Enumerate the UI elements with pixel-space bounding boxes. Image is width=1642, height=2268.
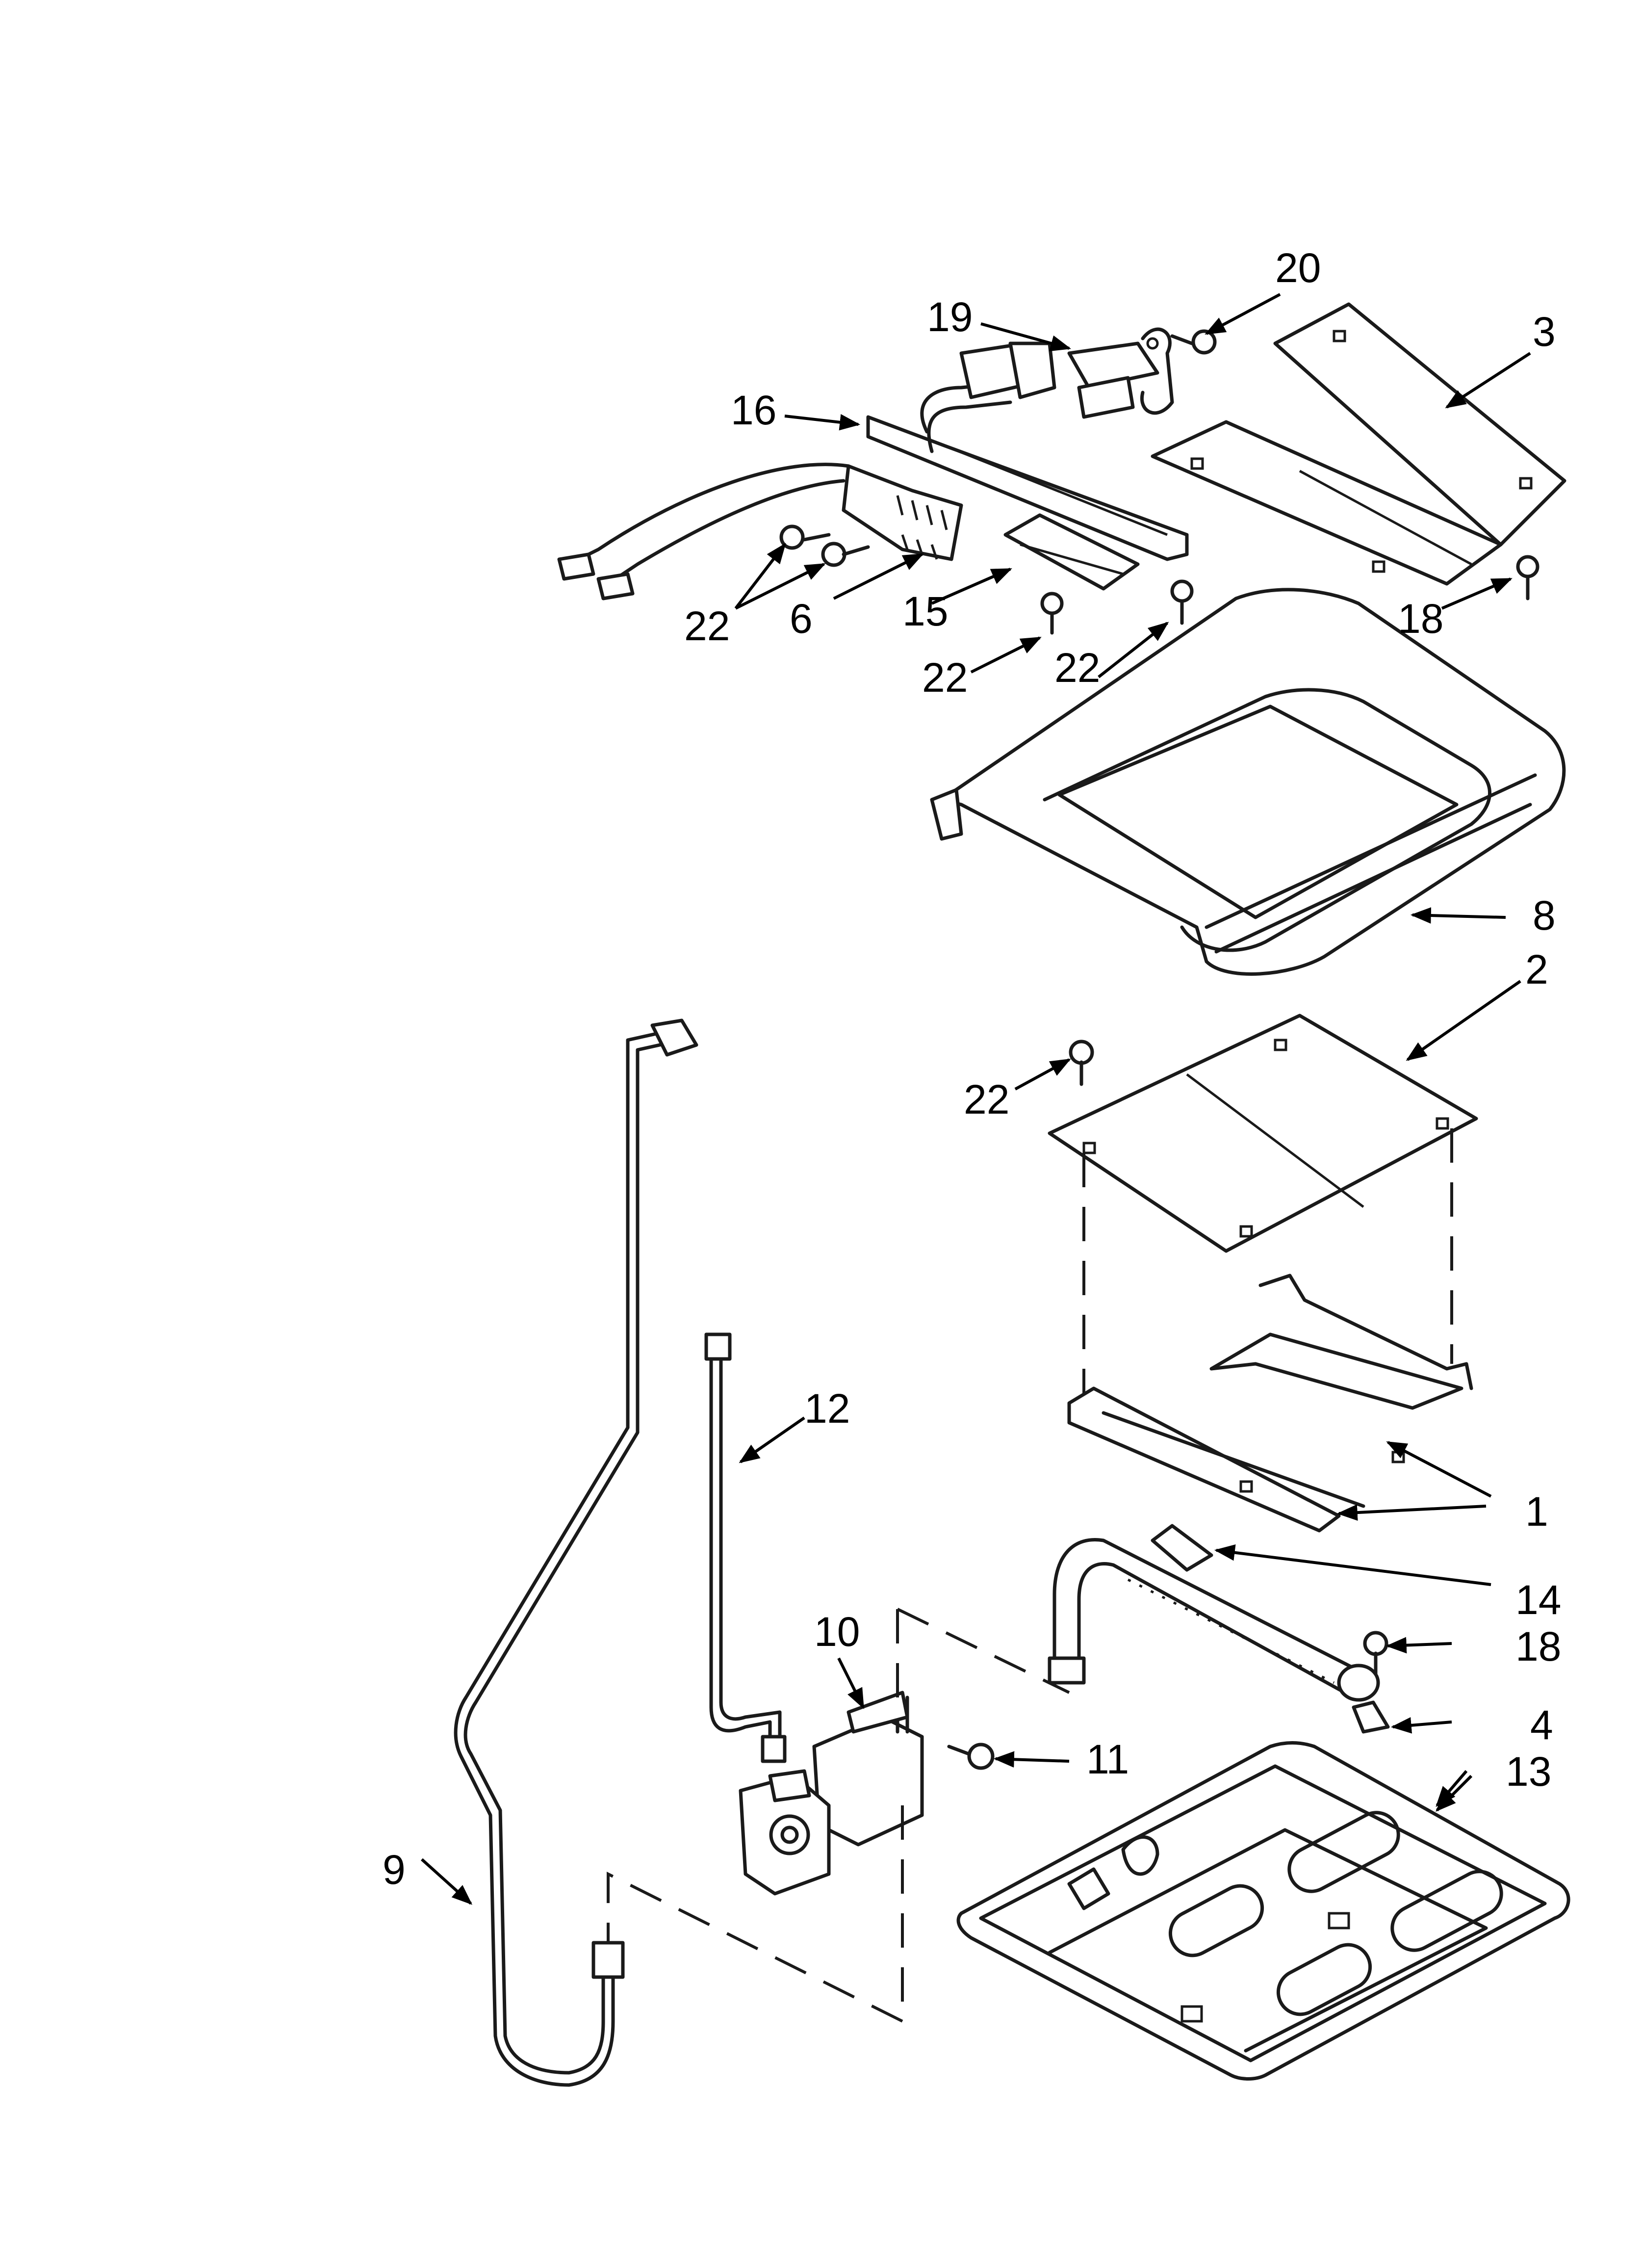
callout-14: 14	[1515, 1577, 1561, 1623]
callout-4: 4	[1530, 1702, 1553, 1748]
callout-22: 22	[1054, 645, 1100, 691]
callout-8: 8	[1533, 892, 1556, 938]
callout-18: 18	[1398, 596, 1443, 642]
part-16-bracket	[866, 341, 1189, 561]
callout-18: 18	[1515, 1623, 1561, 1669]
callout-20: 20	[1275, 245, 1321, 291]
screw-22-icon	[821, 542, 870, 567]
callout-19: 19	[927, 294, 973, 340]
part-3-shield	[1151, 302, 1566, 586]
part-4-burner-tube	[1048, 1538, 1390, 1734]
screw-11-icon	[947, 1743, 995, 1770]
callout-11: 11	[1086, 1736, 1129, 1782]
part-2-shield-plate	[1048, 1014, 1478, 1253]
part-6-terminal-block	[557, 463, 963, 600]
part-13-drip-pan	[956, 1741, 1570, 2081]
screws	[779, 329, 1539, 1770]
callout-13: 13	[1506, 1748, 1551, 1795]
callout-16: 16	[731, 387, 776, 433]
part-10-gas-valve	[739, 1691, 924, 1896]
part-9-supply-tube	[454, 1018, 698, 2087]
callout-1: 1	[1525, 1488, 1548, 1535]
callout-10: 10	[814, 1609, 860, 1655]
part-15-bracket	[1003, 513, 1140, 591]
screw-22-icon	[1170, 579, 1194, 625]
callout-12: 12	[804, 1385, 850, 1432]
part-8-top-cover	[930, 588, 1566, 976]
callout-labels: 20 19 3 16 22 6 15 22 22 18 8 2 22 12 1 …	[383, 245, 1561, 1893]
screw-22-icon	[779, 524, 831, 550]
part-1-support-bracket	[1067, 1274, 1473, 1533]
screw-22-icon	[1040, 592, 1064, 635]
callout-15: 15	[902, 588, 948, 634]
leaders	[420, 293, 1531, 1905]
part-14-clip	[1151, 1524, 1213, 1572]
callout-6: 6	[790, 596, 813, 642]
callout-22: 22	[922, 654, 968, 701]
callout-9: 9	[383, 1847, 406, 1893]
callout-3: 3	[1533, 309, 1556, 355]
callout-2: 2	[1525, 946, 1548, 992]
part-12-gas-line	[704, 1332, 787, 1763]
part-19-igniter	[1067, 327, 1174, 419]
screw-20-icon	[1170, 329, 1217, 355]
callout-22: 22	[964, 1076, 1009, 1122]
screw-18-icon	[1516, 555, 1539, 600]
screw-22-icon	[1069, 1040, 1094, 1086]
callout-22: 22	[684, 603, 730, 649]
